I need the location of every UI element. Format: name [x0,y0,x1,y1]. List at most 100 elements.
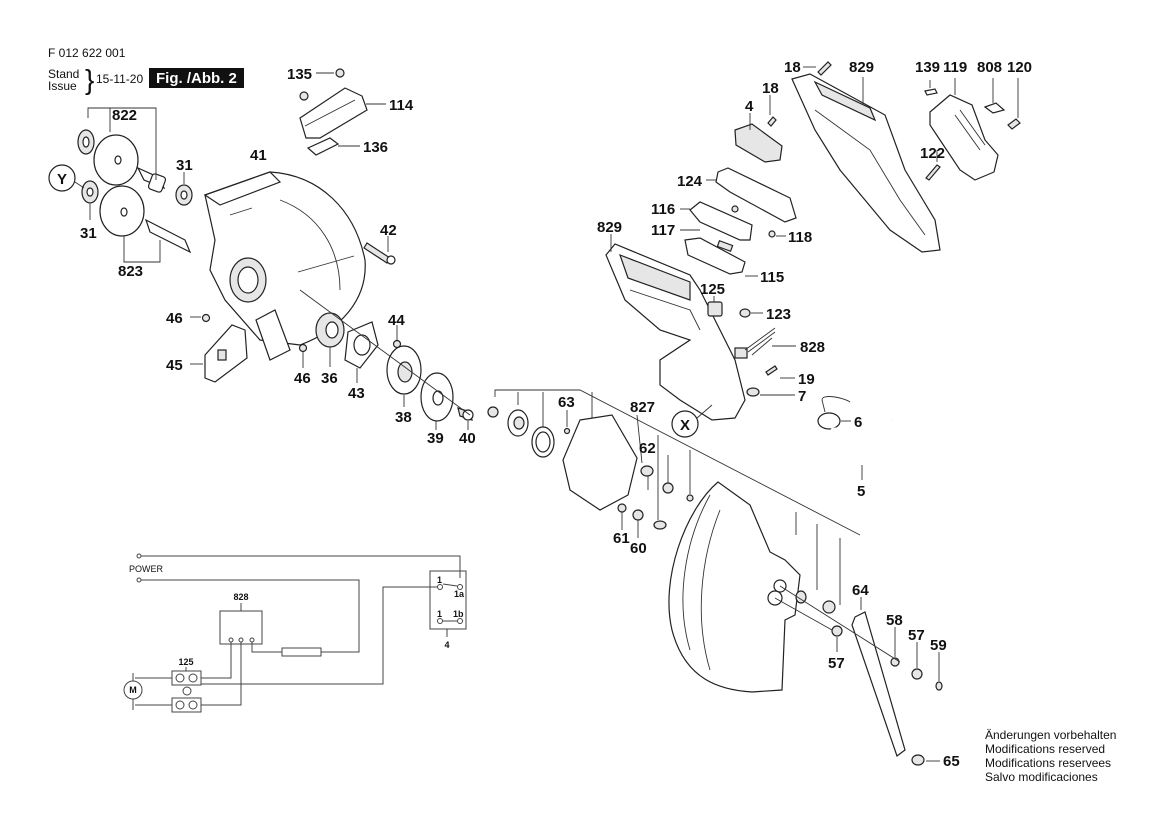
clip-136[interactable] [306,137,340,156]
label-827: 827 [630,399,655,416]
cover-114[interactable] [299,87,368,139]
label-118: 118 [788,229,812,246]
spring-washer[interactable] [531,426,555,458]
washer-57-right[interactable] [911,668,923,680]
plate-43[interactable] [344,321,379,369]
cap-small[interactable] [487,406,499,418]
spacer[interactable] [662,482,674,494]
label-124: 124 [677,173,703,190]
part-number: F 012 622 001 [48,46,126,60]
label-139: 139 [915,59,940,76]
trigger-116[interactable] [689,201,753,241]
shaft-823[interactable] [144,218,192,254]
pulley-823[interactable] [99,185,145,237]
handle-829[interactable] [605,243,746,421]
screw-46-lower[interactable] [298,343,308,353]
pulley-822[interactable] [93,134,139,186]
power-cord-5[interactable] [821,396,894,463]
spring-117[interactable] [716,240,734,252]
label-64: 64 [852,582,869,599]
bolt-62[interactable] [640,465,654,477]
screw-42[interactable] [363,242,396,265]
label-43: 43 [348,385,365,402]
label-822: 822 [112,107,137,124]
pin-bolt[interactable] [822,600,836,614]
screw-long[interactable] [653,520,667,530]
label-136: 136 [363,139,388,156]
note-line: Änderungen vorbehalten [985,728,1117,742]
issue-label: Issue [48,79,77,93]
screw-135b[interactable] [299,91,309,101]
power-label: POWER [129,564,164,574]
bearing-822[interactable] [77,129,95,155]
screw-18-upper[interactable] [767,116,777,127]
lower-blade-guard[interactable] [668,481,801,693]
brace-icon: } [85,64,95,95]
screw-118[interactable] [768,230,776,238]
switch-4[interactable] [734,123,783,163]
screw-120[interactable] [1007,118,1021,130]
screw-small[interactable] [686,494,694,502]
screw-18-top[interactable] [817,61,832,76]
label-116: 116 [651,201,675,218]
label-42: 42 [380,222,397,239]
label-828: 828 [800,339,825,356]
label-31-upper: 31 [176,157,193,174]
label-18-upper: 18 [762,80,779,97]
handle-829-frame[interactable] [791,73,941,253]
label-65: 65 [943,753,960,770]
ring-59[interactable] [935,681,943,691]
label-46-lower: 46 [294,370,311,387]
screw-46-upper[interactable] [201,313,211,323]
knob-60[interactable] [632,509,644,521]
grip-124[interactable] [715,167,797,223]
module-828-box [219,610,263,645]
lever-64[interactable] [851,611,906,757]
callout-x-label: X [680,417,690,434]
module-828[interactable] [734,327,776,359]
cable-relief-6[interactable] [817,412,841,430]
label-139[interactable] [924,88,938,96]
lever-115[interactable] [684,237,746,275]
callout-y [48,164,76,192]
label-57-left: 57 [828,655,845,672]
screw-63[interactable] [563,427,571,435]
screw-65[interactable] [911,754,925,766]
screw-123[interactable] [739,308,751,318]
bearing-31-lower[interactable] [81,180,99,204]
screw-135[interactable] [335,68,345,78]
bracket-arm[interactable] [255,309,291,361]
flange-39[interactable] [420,372,454,422]
label-19: 19 [798,371,815,388]
motor-housing-41[interactable] [203,171,366,346]
label-125: 125 [700,281,725,298]
screw-122[interactable] [925,164,941,181]
stand-label: Stand [48,67,80,81]
flange-38[interactable] [386,345,422,395]
washer-61[interactable] [617,503,627,513]
label-808[interactable] [983,102,1006,114]
clamp-7[interactable] [746,387,760,397]
switch-4-box [429,570,467,630]
guard-plate-827[interactable] [562,414,638,511]
bearing-ring[interactable] [507,409,529,437]
shaft-822[interactable] [136,166,167,193]
label-123: 123 [766,306,791,323]
bearing-36[interactable] [315,312,345,348]
label-44: 44 [388,312,405,329]
brush-holder-125[interactable] [707,301,723,317]
washer-57-left[interactable] [831,625,843,637]
screw-trigger[interactable] [731,205,739,213]
label-40: 40 [459,430,476,447]
note-line: Modifications reservees [985,756,1112,770]
grip-119[interactable] [929,94,999,181]
bolt-40[interactable] [457,407,474,421]
label-7: 7 [798,388,806,405]
bracket-45[interactable] [204,324,248,383]
bearing-31-upper[interactable] [175,184,193,206]
screw-19[interactable] [765,365,778,376]
bushing[interactable] [795,590,807,604]
issue-date: 15-11-20 [96,72,144,86]
label-829-top: 829 [849,59,874,76]
